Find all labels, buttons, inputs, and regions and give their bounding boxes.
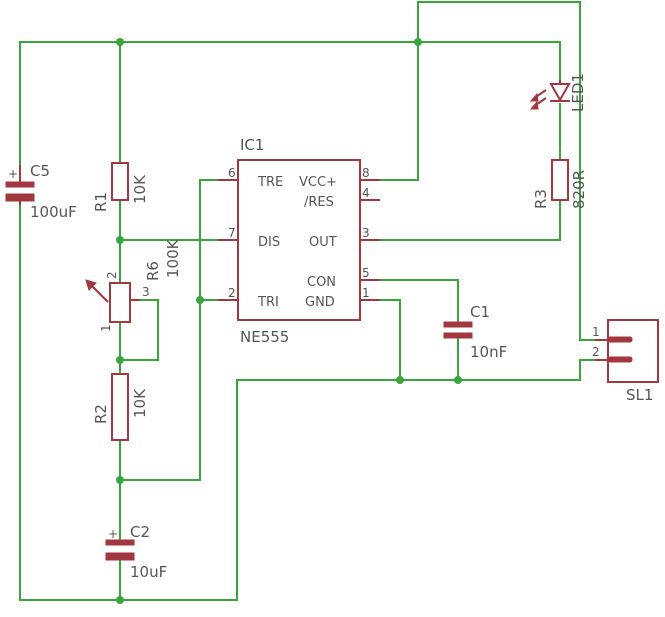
r1-body: [111, 162, 129, 201]
led1-ref: LED1: [569, 73, 587, 112]
junction-dot: [454, 376, 462, 384]
capacitor-c1: C1 10nF: [443, 303, 507, 361]
wire-top-rail: [19, 41, 561, 81]
ic1-ne555: IC1 NE555 TRE DIS TRI VCC+ /RES OUT CON …: [218, 136, 380, 346]
c5-ref: C5: [30, 162, 50, 180]
ic1-pin-label-con: CON: [307, 275, 336, 290]
ic1-value: NE555: [240, 328, 289, 346]
r3-body: [551, 159, 569, 201]
r6-pin-number-3: 3: [142, 285, 150, 299]
c2-ref: C2: [130, 523, 150, 541]
ic1-pin-number-6: 6: [228, 166, 236, 180]
c5-value: 100uF: [30, 203, 77, 221]
r2-ref: R2: [92, 404, 110, 424]
wire-gnd: [379, 299, 401, 381]
c5-plate-top: [5, 181, 35, 188]
wire-con: [379, 279, 459, 323]
r6-adjust-arrow-icon: [91, 285, 109, 303]
r6-value: 100K: [164, 238, 182, 278]
connector-sl1: 1 2 SL1: [592, 319, 659, 404]
r2-body: [111, 373, 129, 441]
wires: [19, 1, 596, 601]
r6-pin-number-2: 2: [105, 271, 119, 279]
ic1-pin-label-tri: TRI: [257, 295, 279, 310]
sl1-pin-number-2: 2: [592, 345, 600, 359]
r6-arrowhead-icon: [85, 279, 97, 291]
junction-dot: [116, 38, 124, 46]
ic1-pin-label-vcc: VCC+: [299, 175, 337, 190]
c5-plate-bottom: [5, 193, 35, 202]
ic1-pin-number-4: 4: [362, 186, 370, 200]
capacitor-c5: + C5 100uF: [5, 162, 77, 221]
junction-dot: [116, 476, 124, 484]
ic1-pin-label-dis: DIS: [258, 235, 280, 250]
ic1-pin-label-gnd: GND: [305, 295, 335, 310]
junction-dot: [116, 236, 124, 244]
wire-vcc: [379, 1, 596, 341]
ic1-pin-label-tre: TRE: [257, 175, 283, 190]
resistor-r2: R2 10K: [92, 373, 149, 441]
junction-dot: [116, 356, 124, 364]
wire-r6-wiper: [119, 299, 159, 361]
wire-left-rail-bottom: [19, 204, 596, 601]
sl1-pin-1-contact: [607, 336, 633, 343]
c2-plate-top: [105, 539, 135, 546]
sl1-body: [607, 319, 659, 383]
c1-plate-bottom: [443, 332, 473, 339]
potentiometer-r6: R6 100K 2 1 3: [85, 238, 182, 332]
c1-ref: C1: [470, 303, 490, 321]
sl1-pin-2-contact: [607, 356, 633, 363]
capacitor-c2: + C2 10uF: [105, 523, 167, 581]
r3-value: 820R: [570, 170, 588, 209]
r1-ref: R1: [92, 192, 110, 212]
r3-ref: R3: [532, 189, 550, 209]
ic1-pin-number-3: 3: [362, 226, 370, 240]
led1-ray-arrowhead-icon: [529, 100, 539, 110]
ic1-pin-number-2: 2: [228, 286, 236, 300]
led1-triangle-icon: [549, 83, 571, 103]
c2-polarity: +: [108, 527, 118, 541]
junction-dot: [196, 296, 204, 304]
wire-tri-tre: [119, 179, 219, 481]
junctions: [116, 38, 462, 604]
r1-value: 10K: [131, 174, 149, 204]
r6-pin-number-1: 1: [99, 324, 113, 332]
led-led1: LED1: [529, 73, 587, 112]
ic1-pin-label-out: OUT: [309, 235, 337, 250]
led1-ray-arrowhead-icon: [529, 92, 539, 102]
ic1-pin-number-7: 7: [228, 226, 236, 240]
c1-value: 10nF: [470, 343, 507, 361]
c2-value: 10uF: [130, 563, 167, 581]
c2-plate-bottom: [105, 552, 135, 561]
resistor-r1: R1 10K: [92, 162, 149, 212]
r2-value: 10K: [131, 388, 149, 418]
c1-plate-top: [443, 321, 473, 328]
junction-dot: [116, 596, 124, 604]
wire-out: [379, 199, 561, 241]
c5-polarity: +: [8, 167, 18, 181]
r6-body: [109, 282, 131, 323]
junction-dot: [396, 376, 404, 384]
ic1-pin-number-8: 8: [362, 166, 370, 180]
r6-ref: R6: [144, 261, 162, 281]
ic1-pin-number-5: 5: [362, 266, 370, 280]
resistor-r3: R3 820R: [532, 159, 588, 209]
sl1-ref: SL1: [626, 386, 653, 404]
sl1-pin-number-1: 1: [592, 325, 600, 339]
ic1-ref: IC1: [240, 136, 264, 154]
junction-dot: [414, 38, 422, 46]
ic1-pin-number-1: 1: [362, 286, 370, 300]
ic1-pin-label-res: /RES: [304, 195, 334, 210]
